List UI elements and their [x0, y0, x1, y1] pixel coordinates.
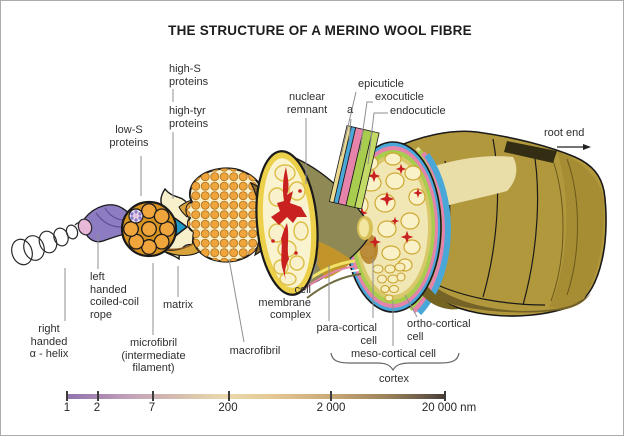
microfibril-cross-section-drawing	[120, 200, 189, 258]
label-nuclear-remnant: nuclear remnant	[286, 91, 328, 116]
scale-tick	[228, 391, 230, 401]
scale-tick	[152, 391, 154, 401]
scale-tick-label: 2 000	[316, 402, 346, 414]
cortical-cell-drawing	[255, 150, 373, 299]
label-a-layer: a	[347, 104, 354, 116]
scale-tick	[444, 391, 446, 401]
label-root-end: root end	[544, 127, 585, 139]
macrofibril-outlines	[268, 164, 309, 286]
scale-tick	[66, 391, 68, 401]
scale-bar	[66, 394, 446, 399]
label-meso-cortical-cell: meso-cortical cell	[351, 348, 436, 360]
label-ortho-cortical-cell: ortho-cortical cell	[407, 318, 471, 343]
label-right-handed-helix: right handed α - helix	[29, 323, 69, 360]
cortex-brace	[330, 352, 460, 372]
label-exocuticle: exocuticle	[375, 91, 424, 103]
nuclear-remnant-drawing	[271, 167, 307, 281]
label-endocuticle: endocuticle	[390, 105, 446, 117]
scale-tick-label: 2	[93, 402, 101, 414]
scale-tick-label: 200	[218, 402, 238, 414]
label-microfibril: microfibril (intermediate filament)	[121, 337, 186, 374]
scale-tick	[97, 391, 99, 401]
scale-tick	[330, 391, 332, 401]
fibre-cross-section-drawing	[344, 141, 442, 313]
root-end-arrow	[557, 144, 591, 150]
alpha-helix-drawing	[11, 221, 85, 266]
label-cell-membrane-complex: cell membrane complex	[258, 284, 311, 321]
label-high-tyr-proteins: high-tyr proteins	[169, 105, 209, 130]
label-cortex: cortex	[379, 373, 409, 385]
label-epicuticle: epicuticle	[358, 78, 404, 90]
label-low-s-proteins: low-S proteins	[109, 124, 149, 149]
leader-lines	[64, 89, 418, 346]
label-macrofibril: macrofibril	[229, 345, 281, 357]
scale-tick-label: 1	[63, 402, 71, 414]
cuticle-layers-drawing	[328, 125, 380, 210]
diagram-title: THE STRUCTURE OF A MERINO WOOL FIBRE	[168, 23, 472, 38]
scale-tick-label: 7	[148, 402, 156, 414]
label-para-cortical-cell: para-cortical cell	[316, 322, 377, 347]
scale-tick-label: 20 000 nm	[421, 402, 477, 414]
label-left-handed-rope: left handed coiled-coil rope	[90, 271, 139, 321]
label-high-s-proteins: high-S proteins	[169, 63, 209, 88]
label-matrix: matrix	[163, 299, 193, 311]
